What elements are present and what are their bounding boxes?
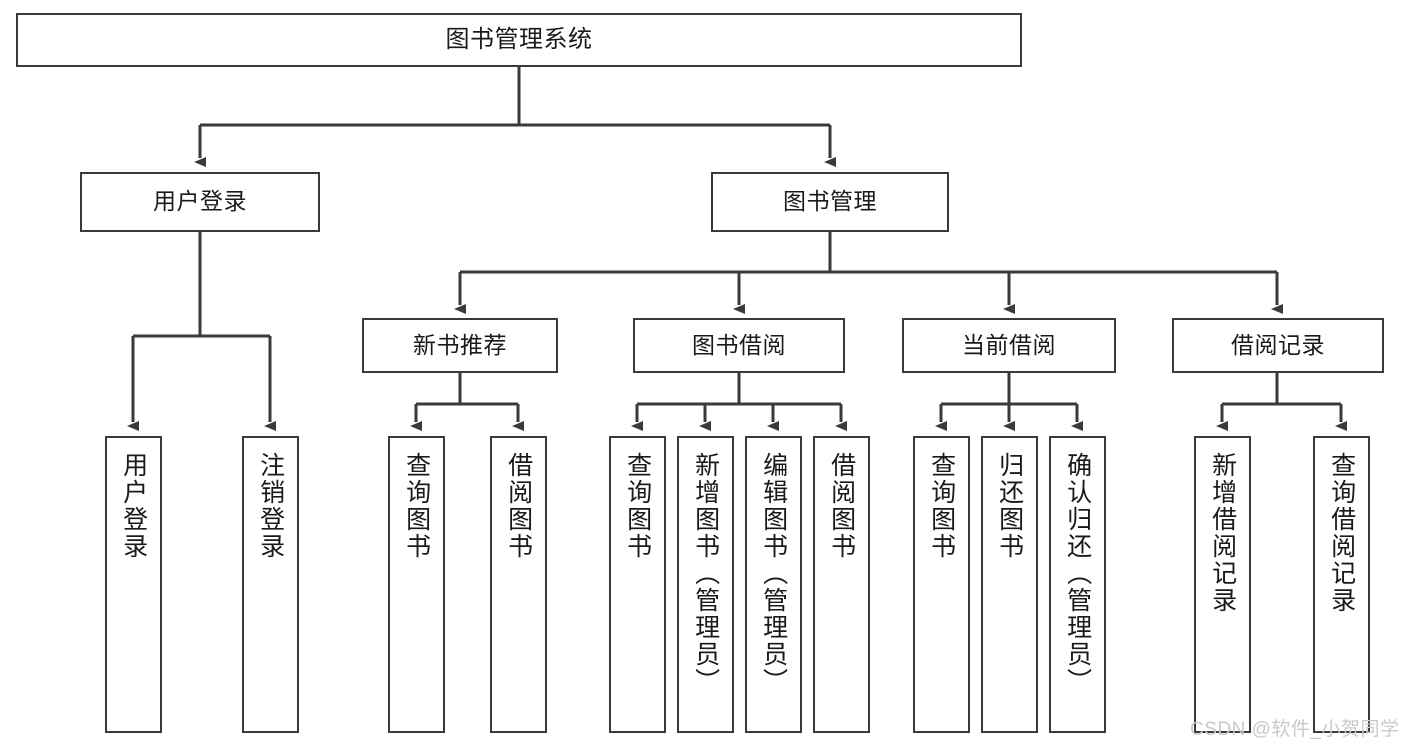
node-label: 用户登录 — [119, 452, 148, 560]
node-borrow-record[interactable]: 借阅记录 — [1172, 318, 1384, 373]
node-book-borrow[interactable]: 图书借阅 — [633, 318, 845, 373]
node-leaf-query-book-recommend[interactable]: 查询图书 — [388, 436, 445, 733]
node-leaf-user-logout[interactable]: 注销登录 — [242, 436, 299, 733]
node-label: 新增图书（管理员） — [691, 452, 720, 695]
node-new-book-recommend[interactable]: 新书推荐 — [362, 318, 558, 373]
node-leaf-query-book-current[interactable]: 查询图书 — [913, 436, 970, 733]
node-label: 借阅记录 — [1231, 331, 1325, 358]
node-label: 确认归还（管理员） — [1063, 452, 1092, 695]
node-label: 图书管理 — [783, 188, 877, 215]
node-leaf-user-login[interactable]: 用户登录 — [105, 436, 162, 733]
node-leaf-borrow-book-recommend[interactable]: 借阅图书 — [490, 436, 547, 733]
node-leaf-query-borrow-record[interactable]: 查询借阅记录 — [1313, 436, 1370, 733]
node-label: 注销登录 — [256, 452, 285, 560]
node-user-login[interactable]: 用户登录 — [80, 172, 320, 232]
node-label: 查询借阅记录 — [1327, 452, 1356, 614]
node-label: 新书推荐 — [413, 331, 507, 358]
node-current-borrow[interactable]: 当前借阅 — [902, 318, 1116, 373]
node-label: 用户登录 — [153, 188, 247, 215]
node-leaf-add-book-admin[interactable]: 新增图书（管理员） — [677, 436, 734, 733]
node-leaf-confirm-return-admin[interactable]: 确认归还（管理员） — [1049, 436, 1106, 733]
node-root-book-management-system[interactable]: 图书管理系统 — [16, 13, 1022, 67]
node-book-management[interactable]: 图书管理 — [711, 172, 949, 232]
node-leaf-edit-book-admin[interactable]: 编辑图书（管理员） — [745, 436, 802, 733]
node-label: 新增借阅记录 — [1208, 452, 1237, 614]
node-leaf-add-borrow-record[interactable]: 新增借阅记录 — [1194, 436, 1251, 733]
node-label: 图书借阅 — [692, 331, 786, 358]
node-label: 借阅图书 — [827, 452, 856, 560]
node-label: 查询图书 — [927, 452, 956, 560]
node-label: 借阅图书 — [504, 452, 533, 560]
node-label: 归还图书 — [995, 452, 1024, 560]
node-leaf-query-book-borrow[interactable]: 查询图书 — [609, 436, 666, 733]
node-label: 查询图书 — [623, 452, 652, 560]
node-label: 当前借阅 — [962, 331, 1056, 358]
node-label: 编辑图书（管理员） — [759, 452, 788, 695]
node-label: 图书管理系统 — [445, 25, 593, 53]
node-leaf-borrow-book[interactable]: 借阅图书 — [813, 436, 870, 733]
node-leaf-return-book[interactable]: 归还图书 — [981, 436, 1038, 733]
node-label: 查询图书 — [402, 452, 431, 560]
csdn-watermark: CSDN @软件_小贺同学 — [1190, 719, 1400, 740]
